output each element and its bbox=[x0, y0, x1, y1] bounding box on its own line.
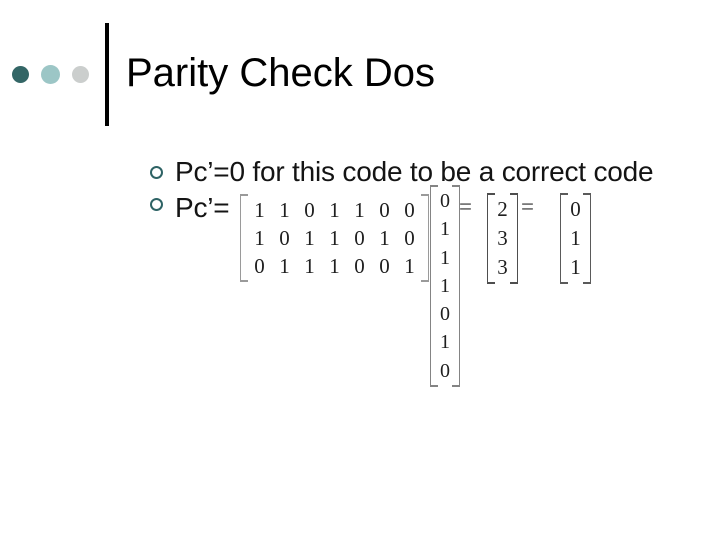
slide-title: Parity Check Dos bbox=[126, 51, 435, 95]
matrix-cell: 1 bbox=[304, 254, 315, 278]
parity-matrix-grid: 1 1 0 1 1 0 0 1 0 1 1 0 1 0 0 1 1 1 0 0 … bbox=[247, 196, 422, 280]
left-bracket bbox=[240, 194, 248, 282]
right-bracket bbox=[510, 193, 518, 284]
matrix-cell: 1 bbox=[379, 226, 390, 250]
decor-dot-teal-icon bbox=[41, 65, 60, 84]
vector-cell: 0 bbox=[440, 359, 450, 382]
matrix-cell: 0 bbox=[379, 254, 390, 278]
vector-cell: 1 bbox=[440, 274, 450, 297]
vector-cell: 0 bbox=[440, 190, 450, 212]
sum-vector: 2 3 3 bbox=[487, 193, 518, 284]
matrix-cell: 0 bbox=[304, 198, 315, 222]
bullet-circle-icon bbox=[150, 198, 163, 211]
matrix-cell: 0 bbox=[404, 198, 415, 222]
vector-cell: 1 bbox=[440, 218, 450, 241]
left-bracket bbox=[560, 193, 568, 284]
bullet-text-2: Pc’= bbox=[175, 192, 230, 223]
right-bracket bbox=[421, 194, 429, 282]
vector-cell: 1 bbox=[440, 246, 450, 269]
matrix-cell: 1 bbox=[254, 226, 265, 250]
sum-vector-grid: 2 3 3 bbox=[495, 195, 510, 282]
title-divider-bar bbox=[105, 23, 109, 126]
right-bracket bbox=[452, 185, 460, 388]
matrix-cell: 1 bbox=[304, 226, 315, 250]
matrix-cell: 1 bbox=[404, 254, 415, 278]
vector-cell: 2 bbox=[497, 197, 508, 221]
codeword-vector-grid: 0 1 1 1 0 1 0 bbox=[438, 187, 452, 385]
result-vector-grid: 0 1 1 bbox=[568, 195, 583, 282]
matrix-cell: 0 bbox=[279, 226, 290, 250]
equals-sign: = bbox=[521, 194, 534, 219]
matrix-cell: 1 bbox=[354, 198, 365, 222]
matrix-cell: 0 bbox=[379, 198, 390, 222]
matrix-cell: 1 bbox=[329, 198, 340, 222]
matrix-cell: 0 bbox=[404, 226, 415, 250]
vector-cell: 1 bbox=[570, 226, 581, 250]
bullet-text-1: Pc’=0 for this code to be a correct code bbox=[175, 156, 654, 187]
right-bracket bbox=[583, 193, 591, 284]
decor-dot-gray-icon bbox=[72, 66, 89, 83]
matrix-cell: 0 bbox=[354, 226, 365, 250]
left-bracket bbox=[430, 185, 438, 388]
decor-dot-dark-icon bbox=[12, 66, 29, 83]
vector-cell: 3 bbox=[497, 255, 508, 279]
bullet-circle-icon bbox=[150, 166, 163, 179]
left-bracket bbox=[487, 193, 495, 284]
vector-cell: 1 bbox=[570, 255, 581, 279]
parity-check-matrix: 1 1 0 1 1 0 0 1 0 1 1 0 1 0 0 1 1 1 0 0 … bbox=[240, 194, 429, 282]
matrix-cell: 1 bbox=[329, 254, 340, 278]
vector-cell: 1 bbox=[440, 331, 450, 354]
codeword-vector: 0 1 1 1 0 1 0 bbox=[430, 185, 460, 388]
result-vector: 0 1 1 bbox=[560, 193, 591, 284]
matrix-cell: 1 bbox=[254, 198, 265, 222]
matrix-cell: 0 bbox=[354, 254, 365, 278]
vector-cell: 0 bbox=[440, 303, 450, 326]
matrix-cell: 0 bbox=[254, 254, 265, 278]
matrix-cell: 1 bbox=[279, 254, 290, 278]
matrix-cell: 1 bbox=[279, 198, 290, 222]
vector-cell: 0 bbox=[570, 197, 581, 221]
equals-sign: = bbox=[459, 194, 472, 219]
matrix-cell: 1 bbox=[329, 226, 340, 250]
vector-cell: 3 bbox=[497, 226, 508, 250]
